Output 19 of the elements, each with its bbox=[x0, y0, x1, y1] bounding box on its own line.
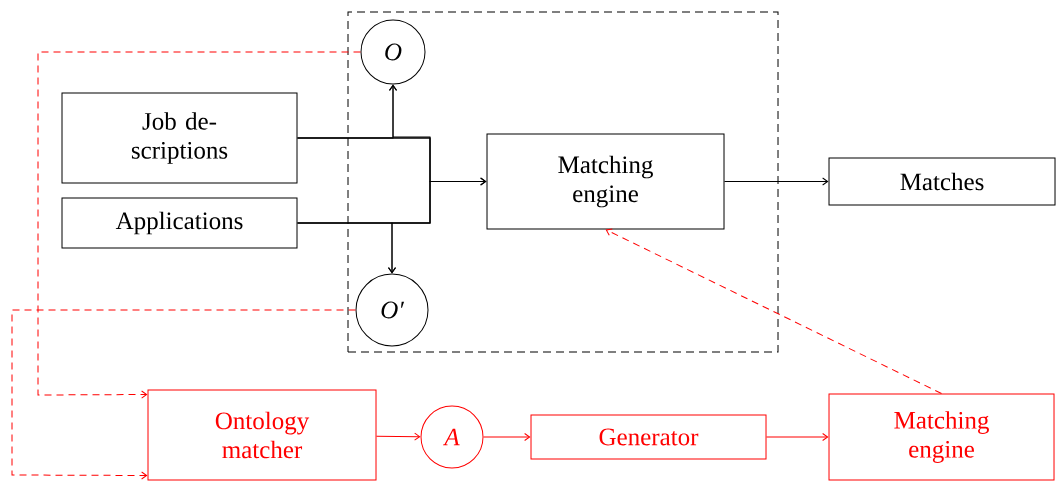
process-box: Job de- scriptions bbox=[61, 92, 298, 184]
arrow bbox=[605, 228, 942, 394]
process-box: Applications bbox=[61, 197, 298, 249]
circle-node: A bbox=[420, 405, 484, 469]
process-box: Generator bbox=[530, 414, 767, 460]
arrow bbox=[483, 433, 531, 441]
circle-node: O′ bbox=[355, 273, 429, 347]
arrow bbox=[376, 432, 421, 441]
process-box: Matches bbox=[828, 157, 1056, 206]
arrow bbox=[766, 433, 829, 441]
process-box: Matching engine bbox=[486, 133, 725, 230]
circle-node: O bbox=[360, 19, 426, 85]
process-box: Ontology matcher bbox=[147, 389, 377, 481]
arrow bbox=[37, 51, 361, 399]
process-box: Matching engine bbox=[828, 393, 1055, 481]
arrow bbox=[724, 177, 829, 186]
group-frame bbox=[347, 11, 779, 353]
arrow bbox=[11, 309, 356, 480]
arrow bbox=[297, 177, 487, 224]
